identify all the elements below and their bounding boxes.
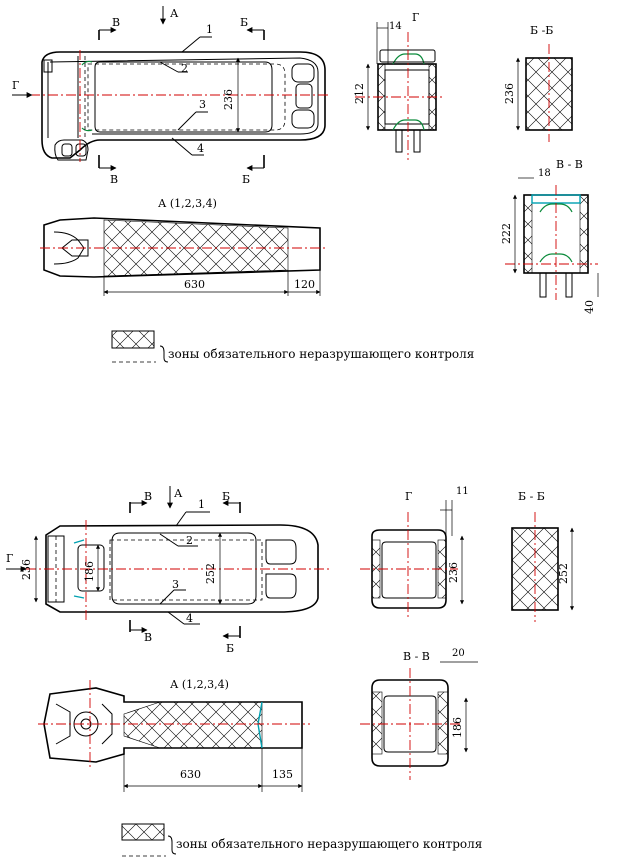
lower-section-bb-title: Б - Б — [518, 490, 545, 503]
lower-section-vv-dim-20: 20 — [452, 648, 465, 659]
lower-view-a-dim-630: 630 — [180, 768, 201, 781]
lower-callout-4: 4 — [186, 612, 193, 625]
lower-view-a: А (1,2,3,4) 630 135 — [38, 678, 310, 792]
lower-frame-top-view: 236 186 252 1 2 3 4 В В Б Б А — [6, 486, 330, 655]
upper-callout-4: 4 — [197, 142, 204, 155]
upper-section-vv-title: В - В — [556, 158, 583, 171]
lower-view-a-dim-135: 135 — [272, 768, 293, 781]
lower-view-g-dim-236: 236 — [447, 562, 460, 583]
upper-callout-2: 2 — [181, 62, 188, 75]
lower-legend-text: зоны обязательного неразрушающего контро… — [176, 837, 482, 851]
upper-section-bb-dim-236: 236 — [503, 83, 516, 104]
lower-view-g-dim-11: 11 — [456, 486, 469, 497]
lower-mark-v-bottom: В — [144, 631, 152, 644]
upper-dim-236: 236 — [222, 89, 235, 110]
upper-callout-1: 1 — [206, 23, 213, 36]
upper-mark-a: А — [170, 7, 179, 20]
lower-section-vv-dim-186: 186 — [451, 717, 464, 738]
lower-mark-g: Г — [6, 552, 13, 565]
upper-view-g-title: Г — [412, 11, 419, 24]
upper-mark-v-top: В — [112, 16, 120, 29]
lower-section-vv: В - В 20 186 — [360, 648, 478, 780]
upper-view-a-dim-630: 630 — [184, 278, 205, 291]
lower-callout-1: 1 — [198, 498, 205, 511]
upper-view-a: А (1,2,3,4) 630 120 — [40, 197, 328, 296]
lower-callout-2: 2 — [186, 534, 193, 547]
lower-mark-b-bottom: Б — [226, 642, 234, 655]
upper-section-vv-dim-222: 222 — [500, 223, 513, 244]
upper-view-g-dim-14: 14 — [389, 21, 402, 32]
lower-drawing: 236 186 252 1 2 3 4 В В Б Б А — [6, 486, 575, 857]
upper-callout-3: 3 — [199, 98, 206, 111]
lower-view-g-title: Г — [405, 490, 412, 503]
upper-section-bb-title: Б -Б — [530, 24, 553, 37]
lower-dim-252: 252 — [204, 563, 217, 584]
upper-section-bb: Б -Б 236 — [503, 24, 573, 142]
upper-drawing: 236 1 2 3 4 В В Б Б А Г Г — [12, 6, 599, 363]
upper-view-a-dim-120: 120 — [294, 278, 315, 291]
lower-dim-186: 186 — [83, 561, 96, 582]
upper-section-vv: В - В 18 222 40 — [500, 158, 599, 314]
upper-mark-b-top: Б — [240, 16, 248, 29]
upper-legend: зоны обязательного неразрушающего контро… — [111, 330, 474, 363]
upper-legend-text: зоны обязательного неразрушающего контро… — [168, 347, 474, 361]
lower-callout-3: 3 — [172, 578, 179, 591]
upper-view-g: Г 14 212 — [353, 11, 445, 160]
upper-section-vv-dim-18: 18 — [538, 168, 551, 179]
lower-view-a-title: А (1,2,3,4) — [170, 678, 229, 691]
lower-section-bb-dim-252: 252 — [557, 563, 570, 584]
upper-mark-v-bottom: В — [110, 173, 118, 186]
lower-view-g: Г 11 236 — [360, 486, 469, 620]
upper-view-a-title: А (1,2,3,4) — [158, 197, 217, 210]
upper-mark-b-bottom: Б — [242, 173, 250, 186]
upper-section-vv-dim-40: 40 — [583, 300, 596, 314]
upper-frame-top-view: 236 1 2 3 4 В В Б Б А Г — [12, 6, 328, 186]
lower-section-vv-title: В - В — [403, 650, 430, 663]
lower-mark-b-top: Б — [222, 490, 230, 503]
upper-mark-g: Г — [12, 79, 19, 92]
lower-section-bb: Б - Б 252 — [511, 490, 575, 622]
lower-mark-v-top: В — [144, 490, 152, 503]
lower-mark-a: А — [174, 487, 183, 500]
upper-view-g-dim-212: 212 — [353, 83, 366, 104]
lower-legend: зоны обязательного неразрушающего контро… — [121, 823, 482, 857]
